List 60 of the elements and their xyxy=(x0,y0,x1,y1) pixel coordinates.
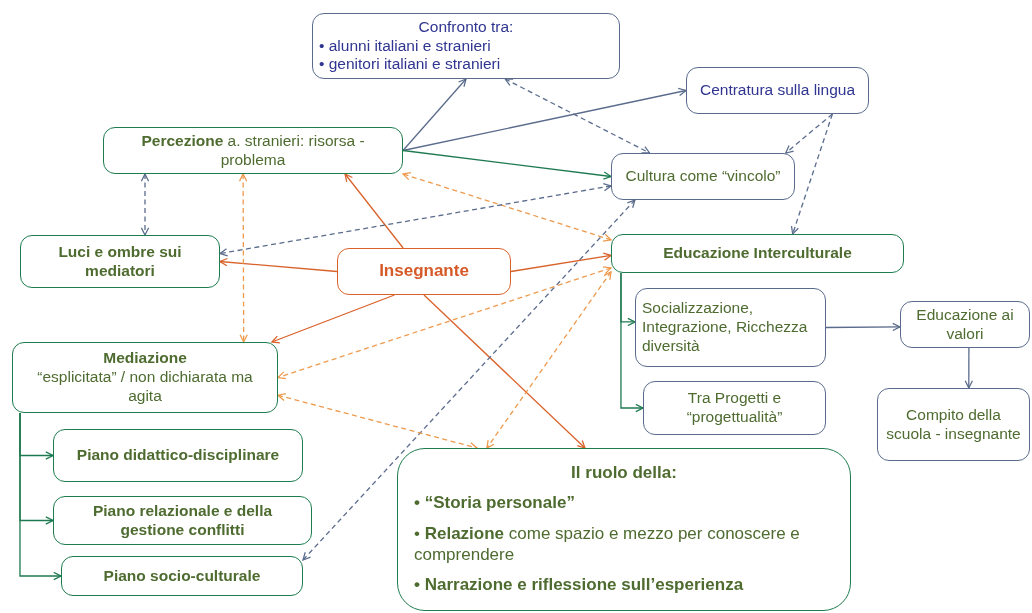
arrow xyxy=(620,272,644,413)
concept-box xyxy=(53,429,303,482)
dashed-arrow xyxy=(219,182,612,257)
concept-box xyxy=(61,556,303,596)
node-label: Tra Progetti e “progettualità” xyxy=(685,389,784,427)
node-label: Insegnante xyxy=(378,261,470,282)
box-heading: Mediazione xyxy=(102,349,188,369)
node-label: Piano relazionale e della gestione conflitti xyxy=(91,501,274,540)
arrow xyxy=(510,252,612,273)
arrow xyxy=(402,149,612,180)
arrow xyxy=(344,173,404,249)
node-label: Compito della scuola - insegnante xyxy=(885,405,1022,444)
dashed-arrow xyxy=(302,199,636,561)
node-label: Socializzazione, Integrazione, Ricchezza diversità xyxy=(642,299,809,356)
concept-box xyxy=(20,235,220,288)
dashed-arrow xyxy=(486,271,612,449)
arrow xyxy=(219,257,338,273)
box-text: • alunni italiani e stranieri xyxy=(319,36,492,56)
dashed-arrow xyxy=(140,173,150,236)
arrow xyxy=(19,412,62,581)
concept-box xyxy=(900,301,1030,348)
dashed-arrow xyxy=(402,172,612,242)
concept-box xyxy=(611,153,795,200)
dashed-arrow xyxy=(790,113,834,235)
box-heading: Il ruolo della: xyxy=(570,462,678,484)
arrow xyxy=(423,294,586,449)
node-label: Percezione a. stranieri: risorsa - problema xyxy=(140,131,366,170)
dashed-arrow xyxy=(238,173,248,343)
arrow xyxy=(402,87,687,152)
concept-box xyxy=(643,381,826,435)
box-heading: Confronto tra: xyxy=(417,17,515,37)
box-text: “esplicitata” / non dichiarata ma agita xyxy=(36,368,254,406)
dashed-arrow xyxy=(785,113,834,154)
node-label: Piano didattico-disciplinare xyxy=(75,446,281,465)
concept-box xyxy=(312,13,620,79)
box-text: • “Storia personale” xyxy=(414,493,576,515)
arrow xyxy=(402,78,467,152)
central-node-box xyxy=(337,248,511,295)
concept-box xyxy=(611,234,904,273)
concept-box xyxy=(53,496,312,545)
node-label: Cultura come “vincolo” xyxy=(624,167,782,186)
arrow xyxy=(825,322,901,332)
arrow xyxy=(271,294,396,344)
node-label: Piano socio-culturale xyxy=(102,566,262,586)
box-text: • Narrazione e riflessione sull’esperienza xyxy=(414,575,745,597)
concept-box xyxy=(686,67,869,114)
arrow xyxy=(964,347,974,389)
concept-box xyxy=(12,342,278,413)
concept-box xyxy=(877,388,1030,461)
concept-box xyxy=(635,288,826,367)
dashed-arrow xyxy=(504,78,651,154)
concept-box xyxy=(103,127,403,174)
concept-box xyxy=(397,448,851,611)
dashed-arrow xyxy=(277,266,612,380)
node-label: Luci e ombre sui mediatori xyxy=(57,242,183,281)
node-label: Centratura sulla lingua xyxy=(698,81,857,100)
box-text: • Relazione come spazio e mezzo per conoscere e comprendere xyxy=(414,524,801,566)
box-text: • genitori italiani e stranieri xyxy=(319,55,502,75)
node-label: Educazione Interculturale xyxy=(662,244,853,263)
node-label: Educazione ai valori xyxy=(915,305,1015,344)
